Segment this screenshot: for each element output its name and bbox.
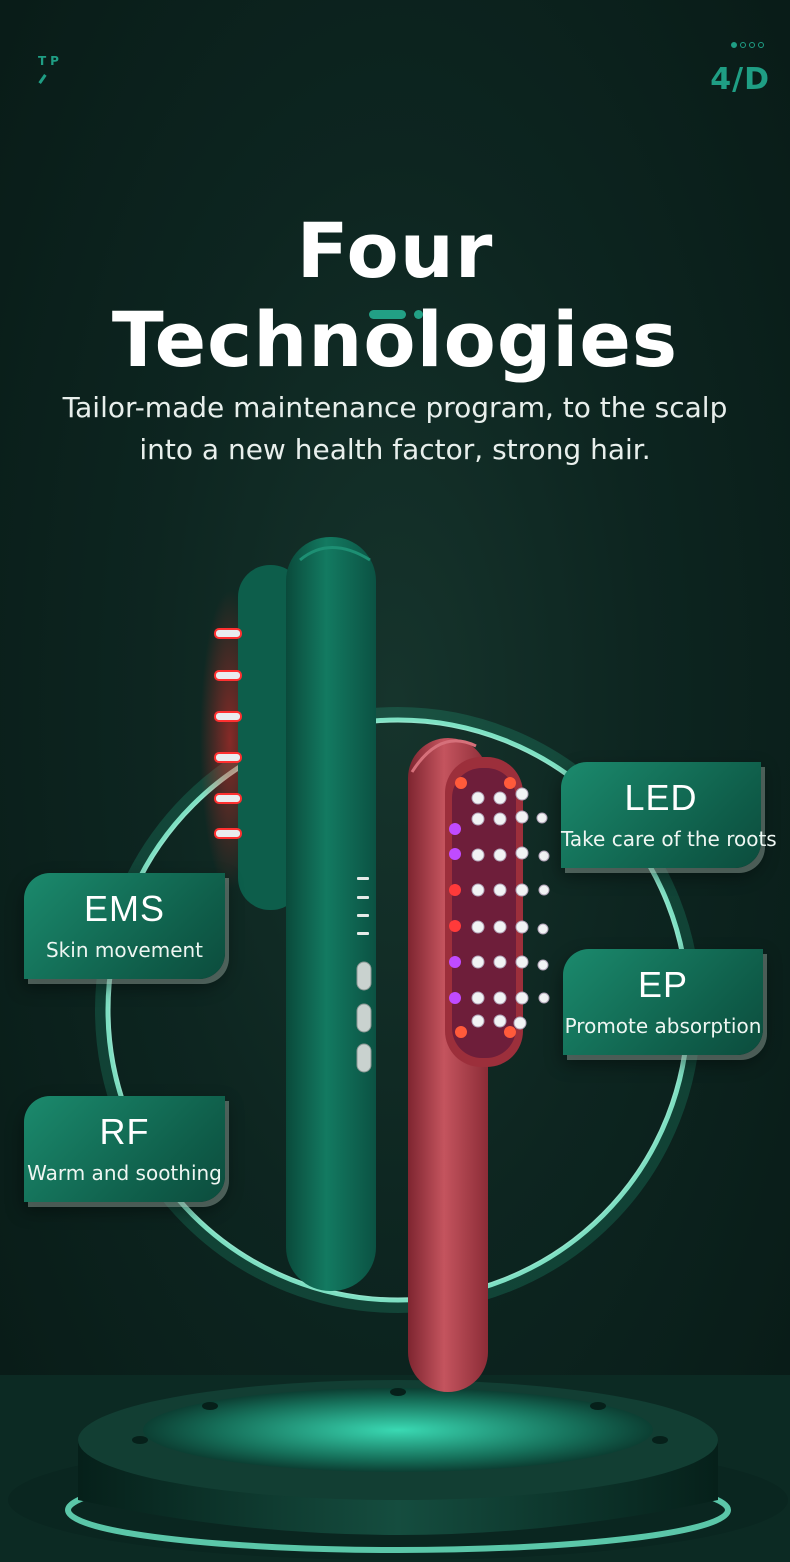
feature-ep-desc: Promote absorption	[564, 1014, 762, 1038]
page-title: Four Technologies	[111, 206, 679, 384]
brush-pins	[471, 787, 550, 1030]
brand-mark-stroke	[38, 74, 47, 84]
podium-base	[8, 1440, 788, 1560]
green-brush	[200, 537, 376, 1291]
feature-ems-name: EMS	[83, 888, 165, 929]
feature-rf-desc: Warm and soothing	[27, 1161, 222, 1185]
feature-led-desc: Take care of the roots	[561, 827, 777, 851]
feature-card-led: LED Take care of the roots	[561, 762, 777, 868]
feature-led-name: LED	[624, 777, 698, 818]
page-subtitle: Tailor-made maintenance program, to the …	[40, 387, 750, 471]
page-dot	[749, 42, 755, 48]
led-lights	[449, 777, 516, 1038]
page-dot	[731, 42, 737, 48]
subtitle-line-1: Tailor-made maintenance program, to the …	[62, 391, 728, 424]
divider-dot	[414, 310, 423, 319]
page-number: 4/D	[710, 62, 770, 97]
brand-mark-text: TP	[38, 54, 63, 68]
subtitle-line-2: into a new health factor, strong hair.	[139, 433, 651, 466]
podium-bolts	[132, 1388, 668, 1444]
brand-mark: TP	[38, 54, 78, 94]
page-dot	[740, 42, 746, 48]
divider-bar	[369, 310, 406, 319]
floor	[0, 1375, 790, 1562]
page-dot	[758, 42, 764, 48]
podium-side	[78, 1440, 718, 1535]
podium-top	[78, 1380, 718, 1500]
feature-card-ep: EP Promote absorption	[563, 949, 763, 1055]
feature-card-ems: EMS Skin movement	[24, 873, 225, 979]
podium-pad	[143, 1388, 653, 1472]
title-divider	[369, 310, 423, 319]
podium-light	[65, 1467, 731, 1553]
feature-ems-desc: Skin movement	[45, 938, 204, 962]
feature-card-rf: RF Warm and soothing	[24, 1096, 225, 1202]
feature-ep-name: EP	[637, 964, 689, 1005]
feature-rf-name: RF	[99, 1111, 150, 1152]
page-dots	[731, 42, 764, 48]
red-brush	[408, 738, 550, 1392]
